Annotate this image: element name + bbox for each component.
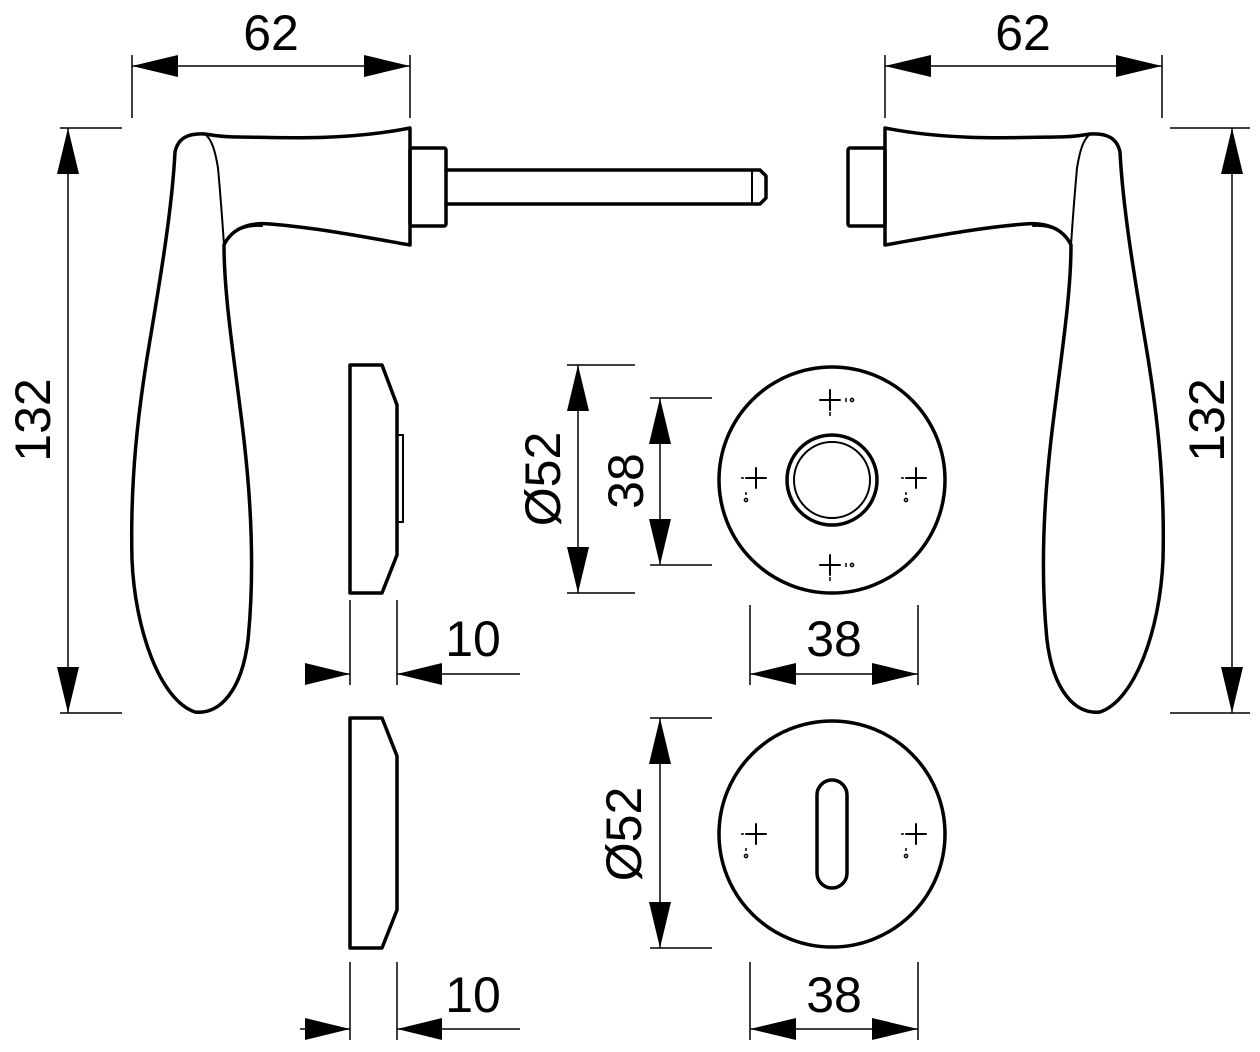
dim-label-escutcheon-screw-horizontal: 38: [806, 967, 862, 1023]
dimension-right-height: 132: [1170, 127, 1250, 714]
dimension-escutcheon-thickness: 10: [300, 962, 520, 1040]
dimension-rose-diameter: Ø52: [515, 364, 635, 594]
dim-label-right-height: 132: [1179, 378, 1235, 461]
escutcheon-side-profile: [348, 716, 399, 950]
screw-mark-bottom: [819, 554, 855, 581]
dim-label-escutcheon-diameter: Ø52: [596, 787, 652, 882]
screw-mark-escutcheon-left: [741, 823, 767, 859]
rose-front-view: [717, 365, 947, 595]
left-lever-handle: [129, 126, 768, 714]
screw-mark-escutcheon-right: [901, 823, 927, 859]
screw-mark-right: [901, 467, 927, 503]
dimension-rose-screw-vertical: 38: [598, 397, 712, 566]
dimension-escutcheon-diameter: Ø52: [596, 717, 712, 949]
dim-label-left-width: 62: [243, 5, 299, 61]
dimension-rose-screw-horizontal: 38: [749, 605, 919, 685]
dimension-left-height: 132: [5, 127, 122, 714]
dim-label-escutcheon-thickness: 10: [445, 967, 501, 1023]
screw-mark-left: [741, 467, 767, 503]
dim-label-rose-diameter: Ø52: [515, 432, 571, 527]
escutcheon-front-view: [717, 719, 947, 949]
screw-mark-top: [819, 389, 855, 416]
dimension-escutcheon-screw-horizontal: 38: [749, 962, 919, 1040]
dim-label-left-height: 132: [5, 378, 61, 461]
rose-side-profile: [348, 363, 404, 595]
right-lever-handle: [846, 126, 1166, 714]
dim-label-rose-screw-vertical: 38: [598, 453, 654, 509]
dimension-right-width: 62: [884, 5, 1163, 118]
dim-label-rose-thickness: 10: [445, 611, 501, 667]
dim-label-rose-screw-horizontal: 38: [806, 611, 862, 667]
dimension-left-width: 62: [131, 5, 411, 118]
dimension-rose-thickness: 10: [305, 600, 520, 685]
dim-label-right-width: 62: [995, 5, 1051, 61]
